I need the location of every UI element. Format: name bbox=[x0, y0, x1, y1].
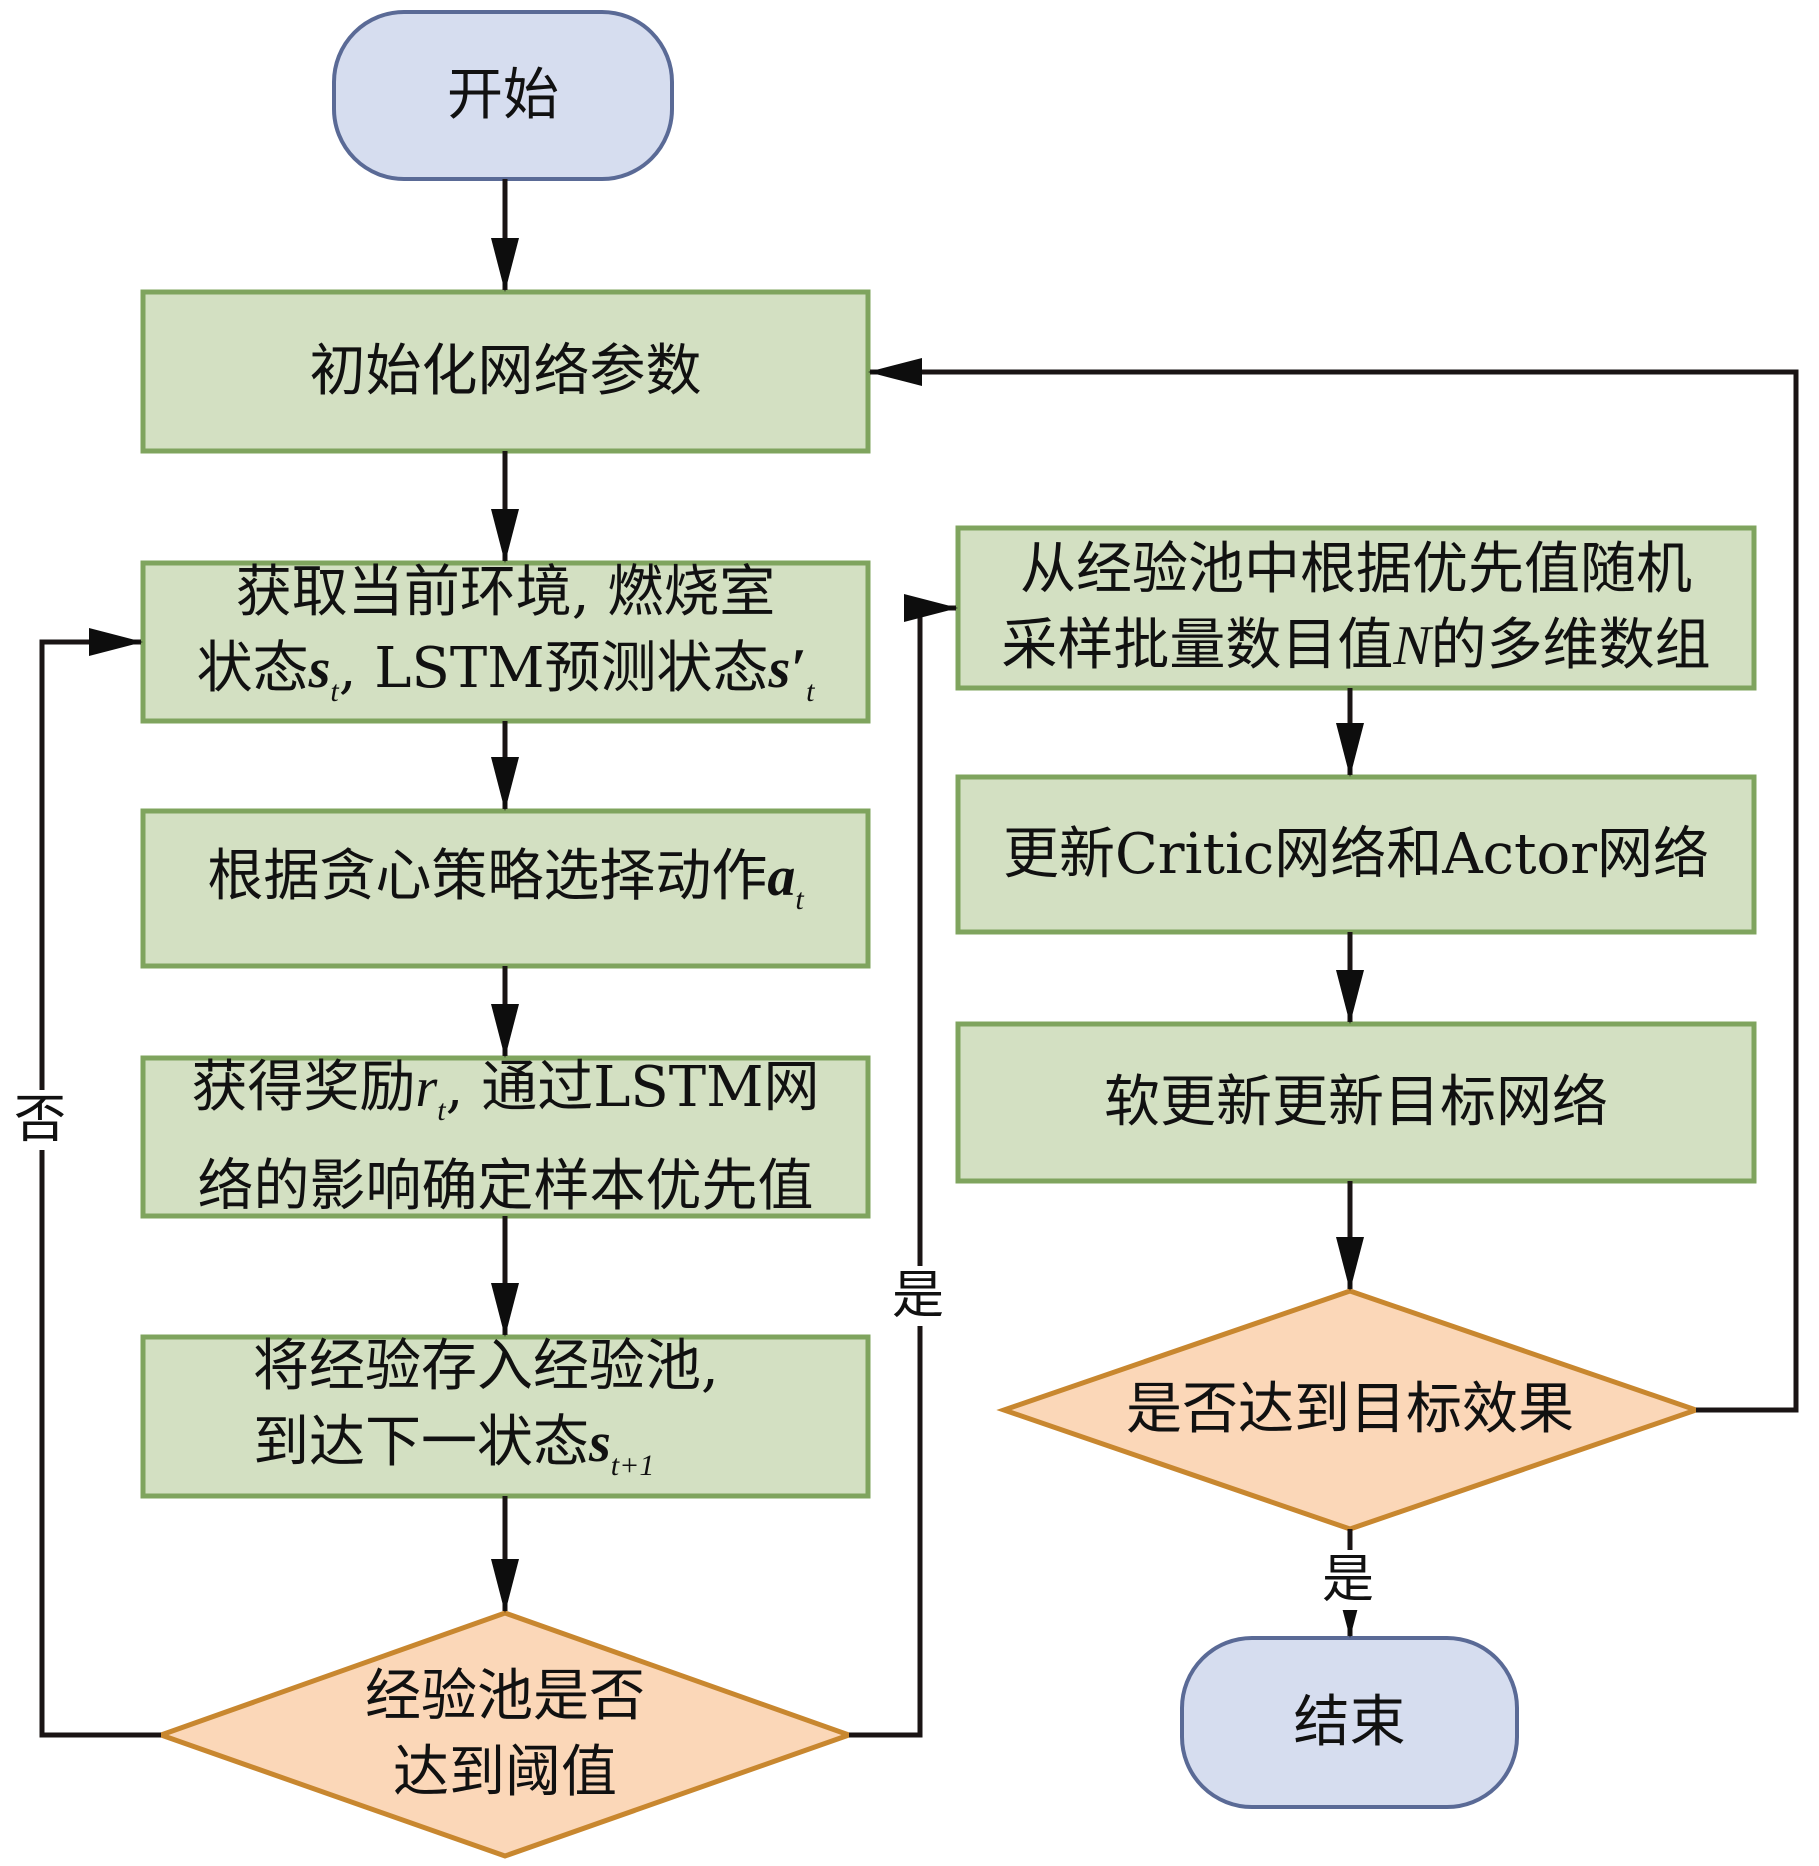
arrowhead-icon bbox=[491, 238, 519, 292]
edge-label-goal-yes: 是 bbox=[1322, 1550, 1375, 1610]
soft-update-node bbox=[955, 1021, 1757, 1184]
reward-node bbox=[140, 1055, 871, 1219]
arrowhead-icon bbox=[1336, 723, 1364, 777]
arrowhead-icon bbox=[904, 594, 958, 622]
arrowhead-icon bbox=[491, 1559, 519, 1613]
start-node bbox=[332, 10, 674, 181]
select-action-node bbox=[140, 808, 871, 969]
update-nets-node bbox=[955, 774, 1757, 935]
arrowhead-icon bbox=[1336, 970, 1364, 1024]
arrowhead-icon bbox=[491, 757, 519, 811]
observe-node bbox=[140, 560, 871, 724]
arrowhead-icon bbox=[491, 1283, 519, 1337]
store-node bbox=[140, 1334, 871, 1499]
edge-label-pool-yes: 是 bbox=[892, 1266, 945, 1326]
goal-check-node bbox=[996, 1288, 1704, 1532]
pool-check-node bbox=[153, 1610, 857, 1859]
init-node bbox=[140, 289, 871, 454]
arrowhead-icon bbox=[89, 628, 143, 656]
sample-node bbox=[955, 525, 1757, 691]
edge-goal-no-loop bbox=[870, 369, 1799, 1413]
arrowhead-icon bbox=[868, 358, 922, 386]
end-node bbox=[1180, 1636, 1519, 1809]
arrowhead-icon bbox=[1336, 1237, 1364, 1291]
edge-label-pool-no: 否 bbox=[14, 1090, 67, 1150]
arrowhead-icon bbox=[491, 509, 519, 563]
arrowhead-icon bbox=[491, 1004, 519, 1058]
